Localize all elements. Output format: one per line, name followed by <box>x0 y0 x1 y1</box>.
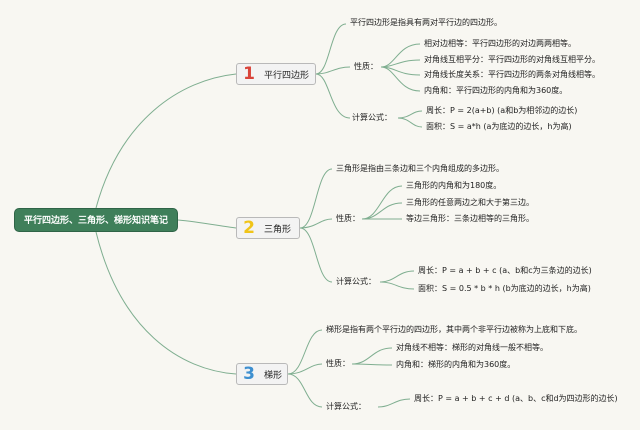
topic-title: 平行四边形 <box>264 70 310 81</box>
trapezoid-prop: 内角和：梯形的内角和为360度。 <box>396 360 516 369</box>
topic-trapezoid[interactable]: 3 梯形 <box>236 363 288 385</box>
topic-title: 三角形 <box>264 224 292 235</box>
triangle-definition: 三角形是指由三条边和三个内角组成的多边形。 <box>336 164 504 173</box>
link-root-trapezoid <box>95 231 237 375</box>
triangle-formula-label: 计算公式： <box>336 277 376 286</box>
triangle-formula: 面积：S = 0.5 * b * h (b为底边的边长，h为高) <box>418 284 591 293</box>
topic-triangle[interactable]: 2 三角形 <box>236 217 300 239</box>
trapezoid-formula-label: 计算公式： <box>326 402 366 411</box>
parallelogram-prop: 相对边相等：平行四边形的对边两两相等。 <box>424 39 576 48</box>
triangle-prop: 三角形的内角和为180度。 <box>406 181 502 190</box>
parallelogram-props-label: 性质： <box>354 62 378 71</box>
root-topic[interactable]: 平行四边形、三角形、梯形知识笔记 <box>14 208 178 232</box>
link-root-parallelogram <box>95 73 237 209</box>
topic-parallelogram[interactable]: 1 平行四边形 <box>236 63 316 85</box>
link-p2 <box>315 66 351 75</box>
trapezoid-prop: 对角线不相等：梯形的对角线一般不相等。 <box>396 343 548 352</box>
link-p3 <box>315 73 351 119</box>
parallelogram-prop: 对角线互相平分：平行四边形的对角线互相平分。 <box>424 55 600 64</box>
number-badge-2: 2 <box>243 218 255 238</box>
number-badge-3: 3 <box>243 364 255 384</box>
link-t1 <box>299 168 333 229</box>
topic-title: 梯形 <box>264 370 283 381</box>
parallelogram-definition: 平行四边形是指具有两对平行边的四边形。 <box>350 18 502 27</box>
triangle-props-label: 性质： <box>336 214 360 223</box>
link-p-props <box>380 43 421 68</box>
trapezoid-formula: 周长：P = a + b + c + d (a、b、c和d为四边形的边长) <box>414 394 618 403</box>
parallelogram-formula: 周长：P = 2(a+b) (a和b为相邻边的边长) <box>426 106 578 115</box>
link-root-triangle <box>177 219 237 229</box>
parallelogram-formula-label: 计算公式： <box>352 113 392 122</box>
trapezoid-props-label: 性质： <box>326 359 350 368</box>
link-p1 <box>315 23 347 75</box>
trapezoid-definition: 梯形是指有两个平行边的四边形，其中两个非平行边被称为上底和下底。 <box>326 325 582 334</box>
triangle-prop: 等边三角形：三条边相等的三角形。 <box>406 214 534 223</box>
parallelogram-prop: 内角和：平行四边形的内角和为360度。 <box>424 86 568 95</box>
parallelogram-formula: 面积：S = a*h (a为底边的边长，h为高) <box>426 122 572 131</box>
number-badge-1: 1 <box>243 64 255 84</box>
triangle-prop: 三角形的任意两边之和大于第三边。 <box>406 198 534 207</box>
parallelogram-prop: 对角线长度关系：平行四边形的两条对角线相等。 <box>424 70 600 79</box>
triangle-formula: 周长：P = a + b + c (a、b和c为三条边的边长) <box>418 266 592 275</box>
